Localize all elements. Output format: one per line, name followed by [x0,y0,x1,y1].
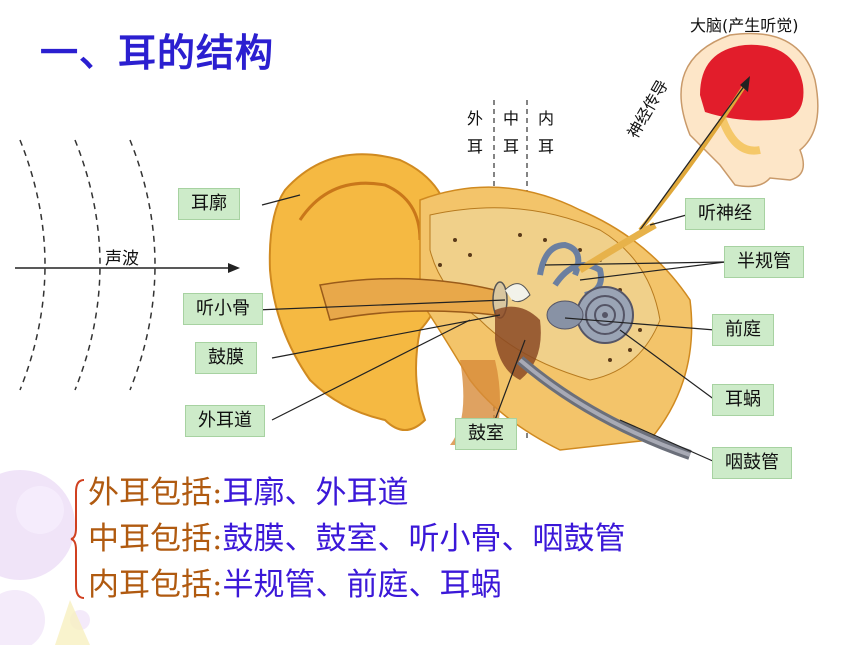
section-outer-ear: 外耳 [466,109,483,156]
label-ear-canal: 外耳道 [185,405,265,437]
label-eardrum: 鼓膜 [195,342,257,374]
sound-wave-label: 声波 [105,249,139,269]
ear-diagram [15,32,819,463]
head-figure [680,32,819,188]
page-title: 一、耳的结构 [40,31,275,75]
label-eustachian-tube: 咽鼓管 [712,447,792,479]
label-auditory-nerve: 听神经 [685,198,765,230]
summary-inner-ear: 内耳包括:半规管、前庭、耳蜗 [88,567,502,603]
decorative-bubbles [0,470,90,645]
label-semicircular-canals: 半规管 [724,246,804,278]
summary-outer-ear: 外耳包括:耳廓、外耳道 [88,475,409,511]
section-inner-ear: 内耳 [537,109,554,156]
label-ossicles: 听小骨 [183,293,263,325]
section-middle-ear: 中耳 [502,109,519,156]
cochlea-shape [576,286,634,344]
summary-middle-ear: 中耳包括:鼓膜、鼓室、听小骨、咽鼓管 [88,521,626,557]
sound-wave-arcs [19,139,156,391]
label-cochlea: 耳蜗 [712,384,774,416]
summary-brace [70,479,85,599]
label-pinna: 耳廓 [178,188,240,220]
label-tympanic-cavity: 鼓室 [455,418,517,450]
label-vestibule: 前庭 [712,314,774,346]
brain-caption: 大脑(产生听觉) [690,16,799,35]
